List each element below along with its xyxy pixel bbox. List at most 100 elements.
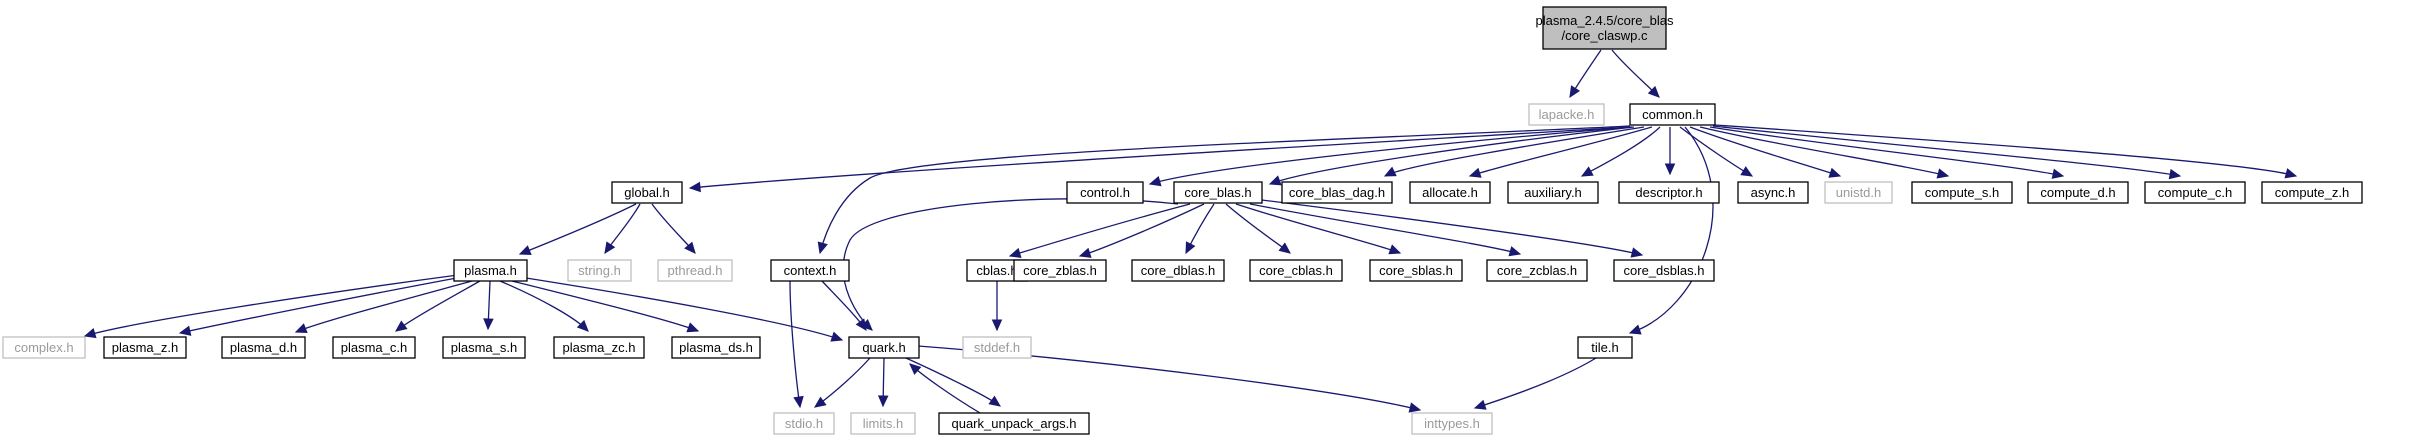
- node-core-blas-dag-h[interactable]: core_blas_dag.h: [1281, 181, 1393, 204]
- node-box: [1369, 259, 1463, 282]
- edge-core_blas_h-to-core_dsblas_h: [1261, 199, 1644, 258]
- node-core-zblas-h[interactable]: core_zblas.h: [1013, 259, 1107, 282]
- node-box: [553, 336, 645, 359]
- node-core-dblas-h[interactable]: core_dblas.h: [1131, 259, 1225, 282]
- node-label: cblas.h: [976, 263, 1017, 278]
- node-box: [770, 259, 850, 282]
- node-box: [2027, 181, 2129, 204]
- node-box: [221, 336, 306, 359]
- node-descriptor-h[interactable]: descriptor.h: [1618, 181, 1720, 204]
- node-box: [850, 412, 916, 435]
- node-allocate-h[interactable]: allocate.h: [1409, 181, 1491, 204]
- edge-tile_h-to-inttypes_h: [1473, 357, 1597, 410]
- node-box: [848, 336, 920, 359]
- edge-common_h-to-core_blas_h: [1268, 126, 1635, 186]
- node-control-h[interactable]: control.h: [1066, 181, 1144, 204]
- node-plasma-ds-h[interactable]: plasma_ds.h: [671, 336, 761, 359]
- arrowhead: [909, 363, 922, 375]
- arrowhead: [518, 245, 532, 255]
- node-label: inttypes.h: [1424, 416, 1480, 431]
- edge-common_h-to-compute_c_h: [1712, 125, 2182, 180]
- edge-line: [1235, 203, 1401, 254]
- arrowhead: [2284, 168, 2298, 179]
- node-quark-unpack-args-h[interactable]: quark_unpack_args.h: [938, 412, 1090, 435]
- node-box: [1824, 181, 1893, 204]
- node-label: plasma_z.h: [112, 340, 178, 355]
- arrowhead: [1078, 247, 1092, 258]
- edge-plasma_h-to-plasma_c_h: [395, 280, 481, 332]
- node-box: [671, 336, 761, 359]
- node-global-h[interactable]: global.h: [611, 181, 683, 204]
- node-compute-c-h[interactable]: compute_c.h: [2144, 181, 2246, 204]
- node-label: plasma_zc.h: [563, 340, 636, 355]
- edge-line: [1249, 203, 1521, 255]
- edge-quark_h-to-quark_unpack_args_h: [905, 357, 1001, 407]
- edge-common_h-to-core_blas_dag_h: [1383, 126, 1645, 177]
- node-box: [1173, 181, 1263, 204]
- node-context-h[interactable]: context.h: [770, 259, 850, 282]
- node-plasma-h[interactable]: plasma.h: [453, 259, 528, 282]
- node-core-dsblas-h[interactable]: core_dsblas.h: [1613, 259, 1715, 282]
- arrowhead: [1148, 176, 1162, 187]
- edge-core_blas_h-to-core_zblas_h: [1078, 203, 1205, 258]
- arrowhead: [1268, 175, 1282, 186]
- node-lapacke-h: lapacke.h: [1528, 103, 1605, 126]
- node-common-h[interactable]: common.h: [1629, 103, 1716, 126]
- node-compute-d-h[interactable]: compute_d.h: [2027, 181, 2129, 204]
- node-inttypes-h: inttypes.h: [1411, 412, 1493, 435]
- node-core-cblas-h[interactable]: core_cblas.h: [1249, 259, 1343, 282]
- nodes-layer: plasma_2.4.5/core_blas/core_claswp.clapa…: [2, 6, 2363, 435]
- node-label: stddef.h: [974, 340, 1020, 355]
- arrowhead: [877, 395, 889, 408]
- node-label: context.h: [784, 263, 837, 278]
- node-label: pthread.h: [668, 263, 723, 278]
- node-box: [1613, 259, 1715, 282]
- node-plasma-s-h[interactable]: plasma_s.h: [442, 336, 526, 359]
- edge-line: [1474, 357, 1597, 409]
- node-core-sblas-h[interactable]: core_sblas.h: [1369, 259, 1463, 282]
- edge-plasma_h-to-complex_h: [83, 274, 459, 339]
- node-root[interactable]: plasma_2.4.5/core_blas/core_claswp.c: [1535, 6, 1674, 50]
- edge-context_h-to-quark_h: [821, 280, 867, 331]
- node-label: core_zcblas.h: [1497, 263, 1577, 278]
- node-plasma-d-h[interactable]: plasma_d.h: [221, 336, 306, 359]
- edge-common_h-to-descriptor_h: [1664, 127, 1676, 176]
- node-async-h[interactable]: async.h: [1737, 181, 1809, 204]
- node-label: plasma.h: [464, 263, 517, 278]
- node-box: [2261, 181, 2363, 204]
- edge-common_h-to-compute_z_h: [1714, 124, 2298, 179]
- edge-line: [1009, 203, 1191, 257]
- arrowhead: [1278, 242, 1291, 254]
- edge-plasma_h-to-plasma_zc_h: [499, 280, 589, 332]
- edge-context_h-to-stdio_h: [789, 280, 804, 409]
- node-plasma-zc-h[interactable]: plasma_zc.h: [553, 336, 645, 359]
- node-compute-z-h[interactable]: compute_z.h: [2261, 181, 2363, 204]
- edge-common_h-to-tile_h: [1628, 126, 1714, 335]
- edge-core_blas_h-to-core_dblas_h: [1185, 203, 1215, 255]
- edge-common_h-to-async_h: [1679, 126, 1754, 177]
- node-core-zcblas-h[interactable]: core_zcblas.h: [1486, 259, 1588, 282]
- node-label: core_sblas.h: [1379, 263, 1453, 278]
- arrowhead: [988, 395, 1001, 407]
- arrowhead: [1628, 324, 1642, 335]
- node-box: [773, 412, 835, 435]
- edge-line: [1712, 125, 2181, 177]
- node-box: [1066, 181, 1144, 204]
- node-label: common.h: [1642, 107, 1703, 122]
- node-label: /core_claswp.c: [1562, 28, 1648, 43]
- node-label: stdio.h: [785, 416, 823, 431]
- edge-line: [1629, 126, 1714, 334]
- node-core-blas-h[interactable]: core_blas.h: [1173, 181, 1263, 204]
- edge-line: [84, 274, 459, 337]
- arrowhead: [1630, 247, 1644, 258]
- node-compute-s-h[interactable]: compute_s.h: [1911, 181, 2013, 204]
- node-cblas-h[interactable]: cblas.h: [966, 259, 1028, 282]
- node-plasma-c-h[interactable]: plasma_c.h: [332, 336, 416, 359]
- node-tile-h[interactable]: tile.h: [1577, 336, 1633, 359]
- edge-line: [1679, 126, 1753, 177]
- node-plasma-z-h[interactable]: plasma_z.h: [103, 336, 187, 359]
- arrowhead: [1828, 167, 1842, 178]
- node-box: [657, 259, 733, 282]
- node-auxiliary-h[interactable]: auxiliary.h: [1507, 181, 1599, 204]
- node-quark-h[interactable]: quark.h: [848, 336, 920, 359]
